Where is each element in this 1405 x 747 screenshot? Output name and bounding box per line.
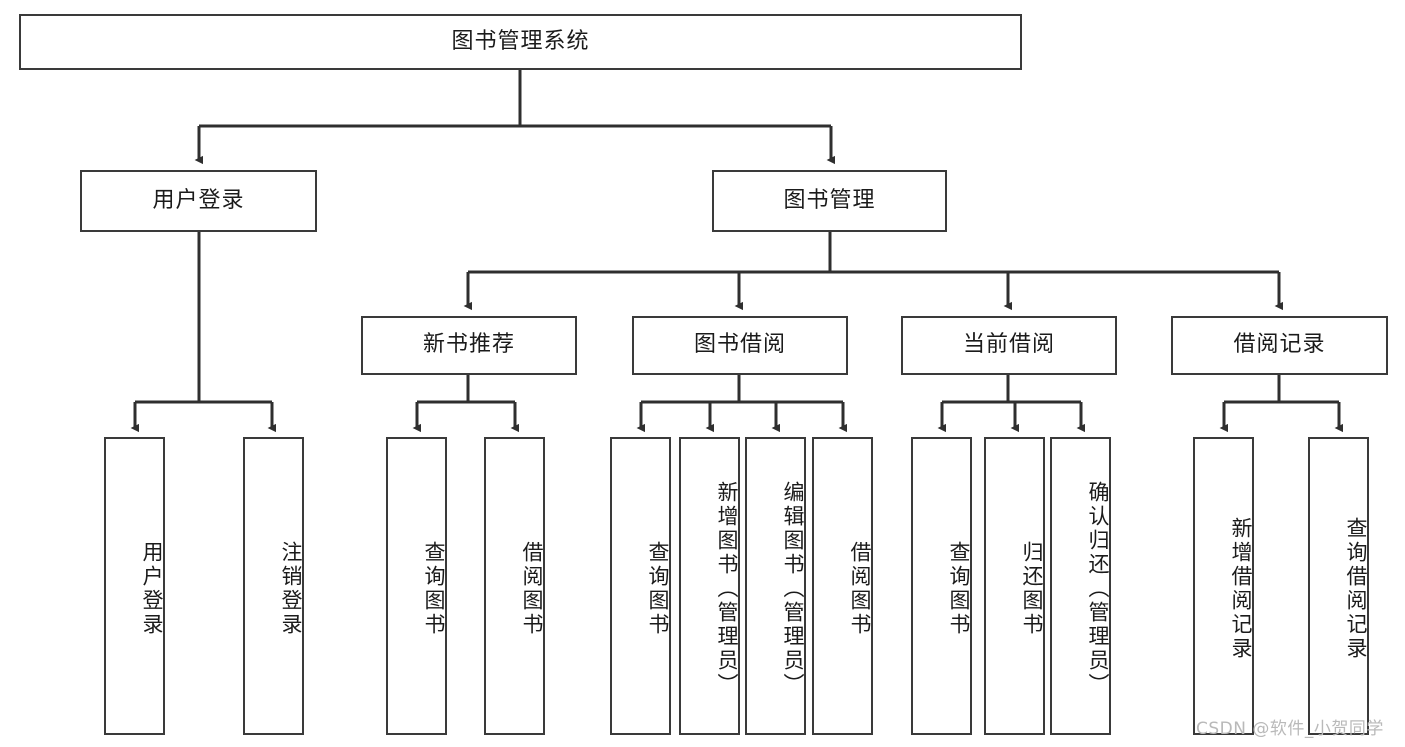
- node-leaf-add-book[interactable]: 新增图书（管理员）: [679, 437, 740, 735]
- node-leaf-logout[interactable]: 注销登录: [243, 437, 304, 735]
- node-book-management[interactable]: 图书管理: [712, 170, 947, 232]
- node-current-borrow[interactable]: 当前借阅: [901, 316, 1117, 375]
- node-leaf-query-book-borrow[interactable]: 查询图书: [610, 437, 671, 735]
- node-leaf-add-record[interactable]: 新增借阅记录: [1193, 437, 1254, 735]
- csdn-watermark: CSDN @软件_小贺同学: [1196, 719, 1384, 739]
- node-leaf-user-login[interactable]: 用户登录: [104, 437, 165, 735]
- node-label: 查询图书: [646, 541, 670, 637]
- node-leaf-confirm-return[interactable]: 确认归还（管理员）: [1050, 437, 1111, 735]
- node-leaf-query-book-current[interactable]: 查询图书: [911, 437, 972, 735]
- node-label: 编辑图书（管理员）: [781, 481, 805, 697]
- node-label: 借阅图书: [848, 541, 872, 637]
- node-leaf-borrow-book-recommend[interactable]: 借阅图书: [484, 437, 545, 735]
- node-label: 注销登录: [279, 541, 303, 637]
- node-label: 借阅图书: [520, 541, 544, 637]
- node-label: 归还图书: [1020, 541, 1044, 637]
- node-leaf-return-book[interactable]: 归还图书: [984, 437, 1045, 735]
- node-label: 查询借阅记录: [1344, 517, 1368, 661]
- node-borrow-records[interactable]: 借阅记录: [1171, 316, 1388, 375]
- node-label: 查询图书: [422, 541, 446, 637]
- node-book-borrow[interactable]: 图书借阅: [632, 316, 848, 375]
- node-label: 用户登录: [140, 541, 164, 637]
- node-root-title[interactable]: 图书管理系统: [19, 14, 1022, 70]
- node-label: 确认归还（管理员）: [1086, 481, 1110, 697]
- node-label: 查询图书: [947, 541, 971, 637]
- node-leaf-borrow-book[interactable]: 借阅图书: [812, 437, 873, 735]
- node-label: 新增借阅记录: [1229, 517, 1253, 661]
- node-user-login[interactable]: 用户登录: [80, 170, 317, 232]
- node-new-book-recommend[interactable]: 新书推荐: [361, 316, 577, 375]
- node-label: 新增图书（管理员）: [715, 481, 739, 697]
- node-leaf-query-book-recommend[interactable]: 查询图书: [386, 437, 447, 735]
- node-leaf-edit-book[interactable]: 编辑图书（管理员）: [745, 437, 806, 735]
- node-leaf-query-record[interactable]: 查询借阅记录: [1308, 437, 1369, 735]
